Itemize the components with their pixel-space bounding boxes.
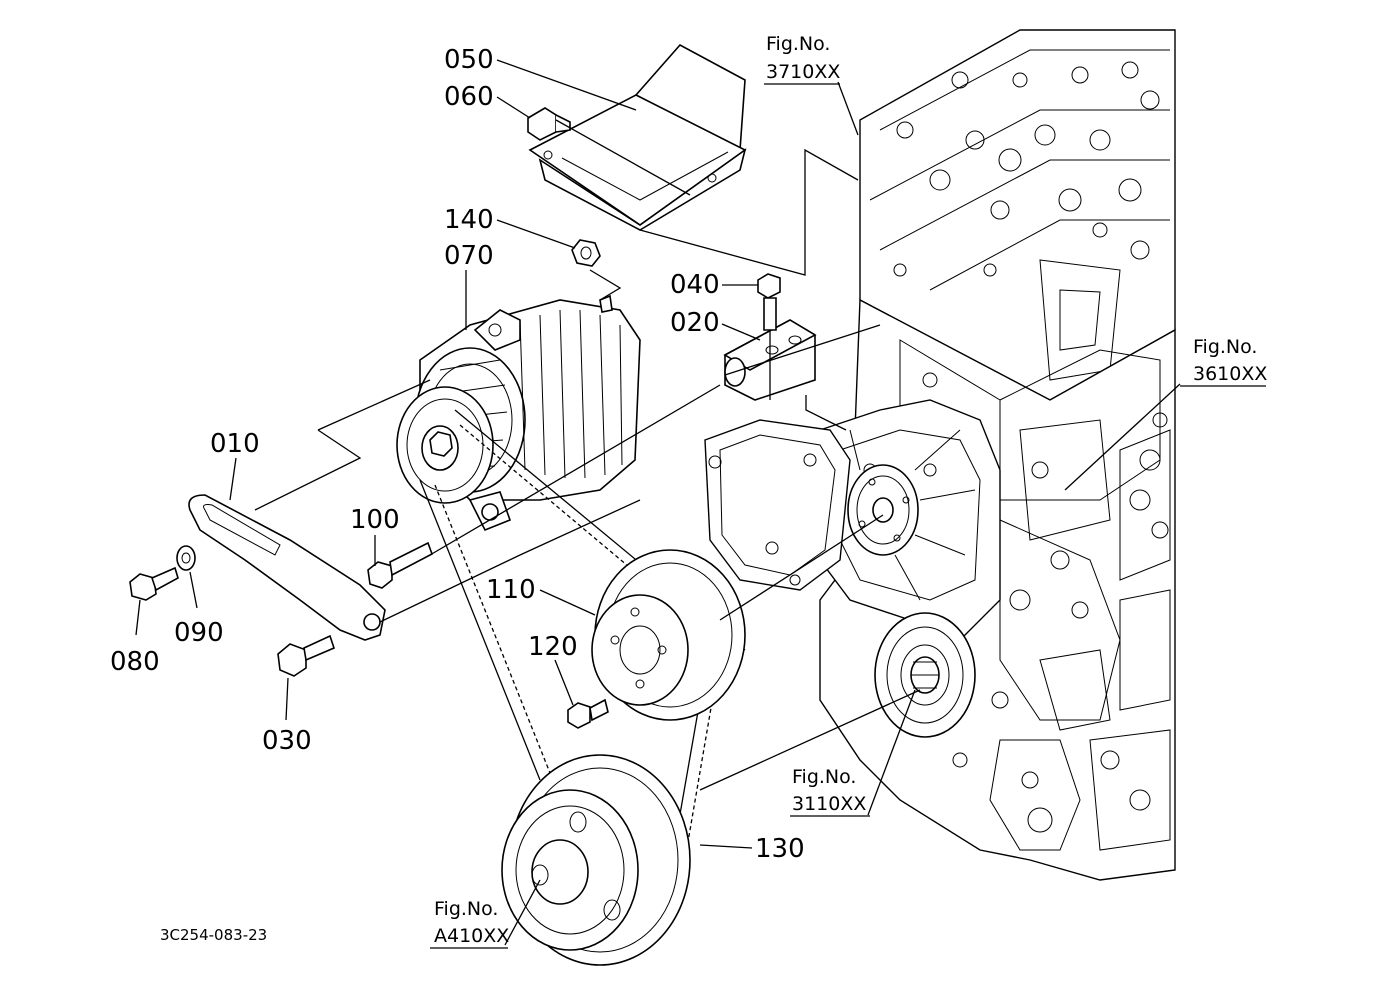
callout-100: 100 bbox=[350, 505, 400, 535]
callout-030: 030 bbox=[262, 726, 312, 756]
drawing-code: 3C254-083-23 bbox=[160, 926, 267, 944]
figure-references: Fig.No. 3710XX Fig.No. 3610XX Fig.No. 31… bbox=[430, 33, 1267, 949]
callout-060: 060 bbox=[444, 82, 494, 112]
fig-ref-3110-number: 3110XX bbox=[792, 793, 866, 815]
callout-050: 050 bbox=[444, 45, 494, 75]
fig-ref-3610-number: 3610XX bbox=[1193, 363, 1267, 385]
crank-pulley bbox=[501, 754, 691, 966]
fig-ref-3710-number: 3710XX bbox=[766, 61, 840, 83]
part-callouts: 050 060 140 070 040 020 010 100 110 120 … bbox=[110, 45, 805, 864]
callout-120: 120 bbox=[528, 632, 578, 662]
callout-140: 140 bbox=[444, 205, 494, 235]
bolt-030 bbox=[277, 634, 335, 677]
fan-pulley-110 bbox=[591, 549, 746, 721]
bolt-080 bbox=[129, 566, 179, 601]
leader-lines bbox=[135, 59, 1181, 946]
engine-block bbox=[704, 29, 1176, 881]
callout-080: 080 bbox=[110, 647, 160, 677]
cover-plate bbox=[528, 43, 747, 231]
bolt-100 bbox=[367, 541, 433, 589]
callout-090: 090 bbox=[174, 618, 224, 648]
callout-070: 070 bbox=[444, 241, 494, 271]
callout-020: 020 bbox=[670, 308, 720, 338]
fig-ref-a410-number: A410XX bbox=[434, 925, 509, 947]
washer-090 bbox=[176, 545, 196, 571]
callout-130: 130 bbox=[755, 834, 805, 864]
callout-110: 110 bbox=[486, 575, 536, 605]
callout-040: 040 bbox=[670, 270, 720, 300]
fig-ref-3110-label: Fig.No. bbox=[792, 766, 856, 788]
fig-ref-3610-label: Fig.No. bbox=[1193, 336, 1257, 358]
fig-ref-a410-label: Fig.No. bbox=[434, 898, 498, 920]
callout-010: 010 bbox=[210, 429, 260, 459]
bolt-120 bbox=[567, 698, 609, 729]
fig-ref-3710-label: Fig.No. bbox=[766, 33, 830, 55]
nut-140 bbox=[571, 239, 601, 267]
bolt-040 bbox=[757, 273, 781, 331]
alternator-pulley bbox=[396, 386, 494, 504]
